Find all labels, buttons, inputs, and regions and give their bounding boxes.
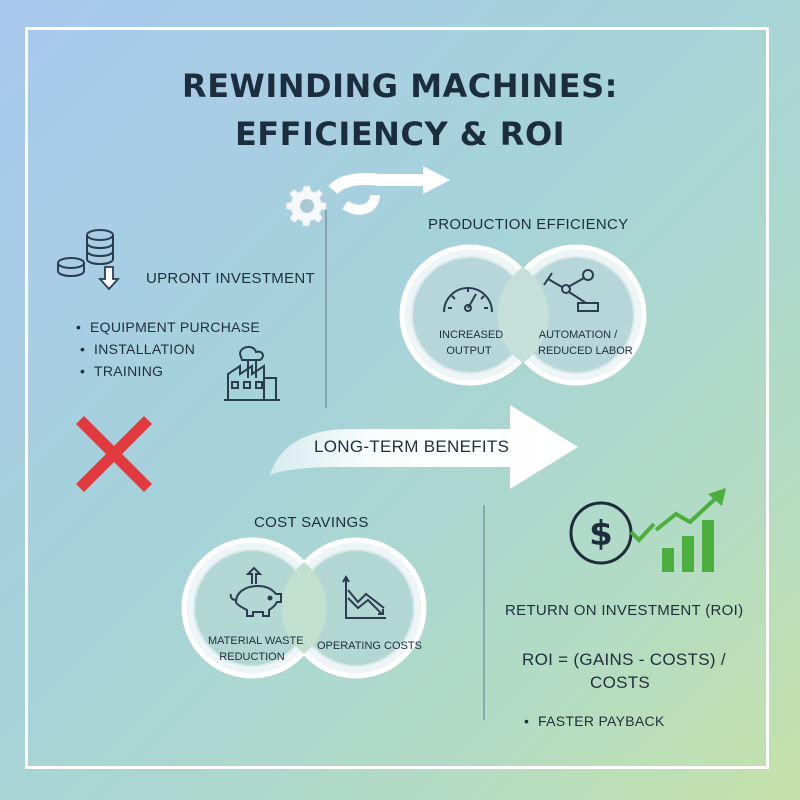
title-line-1: REWINDING MACHINES:	[182, 67, 618, 105]
dollar-icon: $	[569, 501, 633, 565]
speedometer-icon	[443, 287, 493, 313]
page-title: REWINDING MACHINES: EFFICIENCY & ROI	[0, 62, 800, 158]
long-term-benefits-arrow	[270, 405, 578, 489]
roi-formula-line-2: COSTS	[590, 673, 651, 692]
divider-top	[325, 210, 327, 408]
red-x-icon	[76, 416, 152, 492]
upfront-list: EQUIPMENT PURCHASE INSTALLATION TRAINING	[76, 316, 260, 382]
gear-arrow-icon	[285, 166, 450, 227]
robot-arm-icon	[543, 269, 599, 312]
checkmark-icon	[629, 522, 656, 543]
title-line-2: EFFICIENCY & ROI	[234, 115, 566, 153]
list-item: FASTER PAYBACK	[524, 710, 665, 732]
production-heading: PRODUCTION EFFICIENCY	[428, 216, 629, 233]
long-term-benefits-label: LONG-TERM BENEFITS	[314, 437, 510, 456]
coin-stack-icon	[57, 229, 114, 278]
upfront-heading: UPRONT INVESTMENT	[146, 270, 316, 287]
roi-formula-line-1: ROI = (GAINS - COSTS) /	[522, 650, 726, 669]
declining-chart-icon	[342, 575, 386, 619]
growth-bar-chart-icon	[654, 488, 726, 572]
list-item: EQUIPMENT PURCHASE	[76, 316, 260, 338]
list-item: INSTALLATION	[80, 338, 260, 360]
increased-output-label: INCREASED OUTPUT	[439, 329, 504, 357]
divider-bottom	[483, 505, 485, 720]
material-waste-label: MATERIAL WASTE REDUCTION	[208, 635, 304, 663]
list-item: TRAINING	[80, 360, 260, 382]
operating-costs-label: OPERATING COSTS	[317, 640, 422, 652]
down-arrow-icon	[97, 266, 121, 291]
svg-text:$: $	[589, 514, 613, 554]
piggy-bank-icon	[229, 566, 282, 617]
cost-heading: COST SAVINGS	[254, 514, 369, 531]
outer-frame	[25, 27, 769, 769]
cost-venn	[181, 537, 427, 679]
factory-icon	[224, 346, 280, 401]
automation-label: AUTOMATION / REDUCED LABOR	[538, 329, 633, 357]
roi-list: FASTER PAYBACK	[524, 710, 665, 732]
roi-heading: RETURN ON INVESTMENT (ROI)	[505, 602, 744, 619]
production-venn	[399, 244, 647, 386]
